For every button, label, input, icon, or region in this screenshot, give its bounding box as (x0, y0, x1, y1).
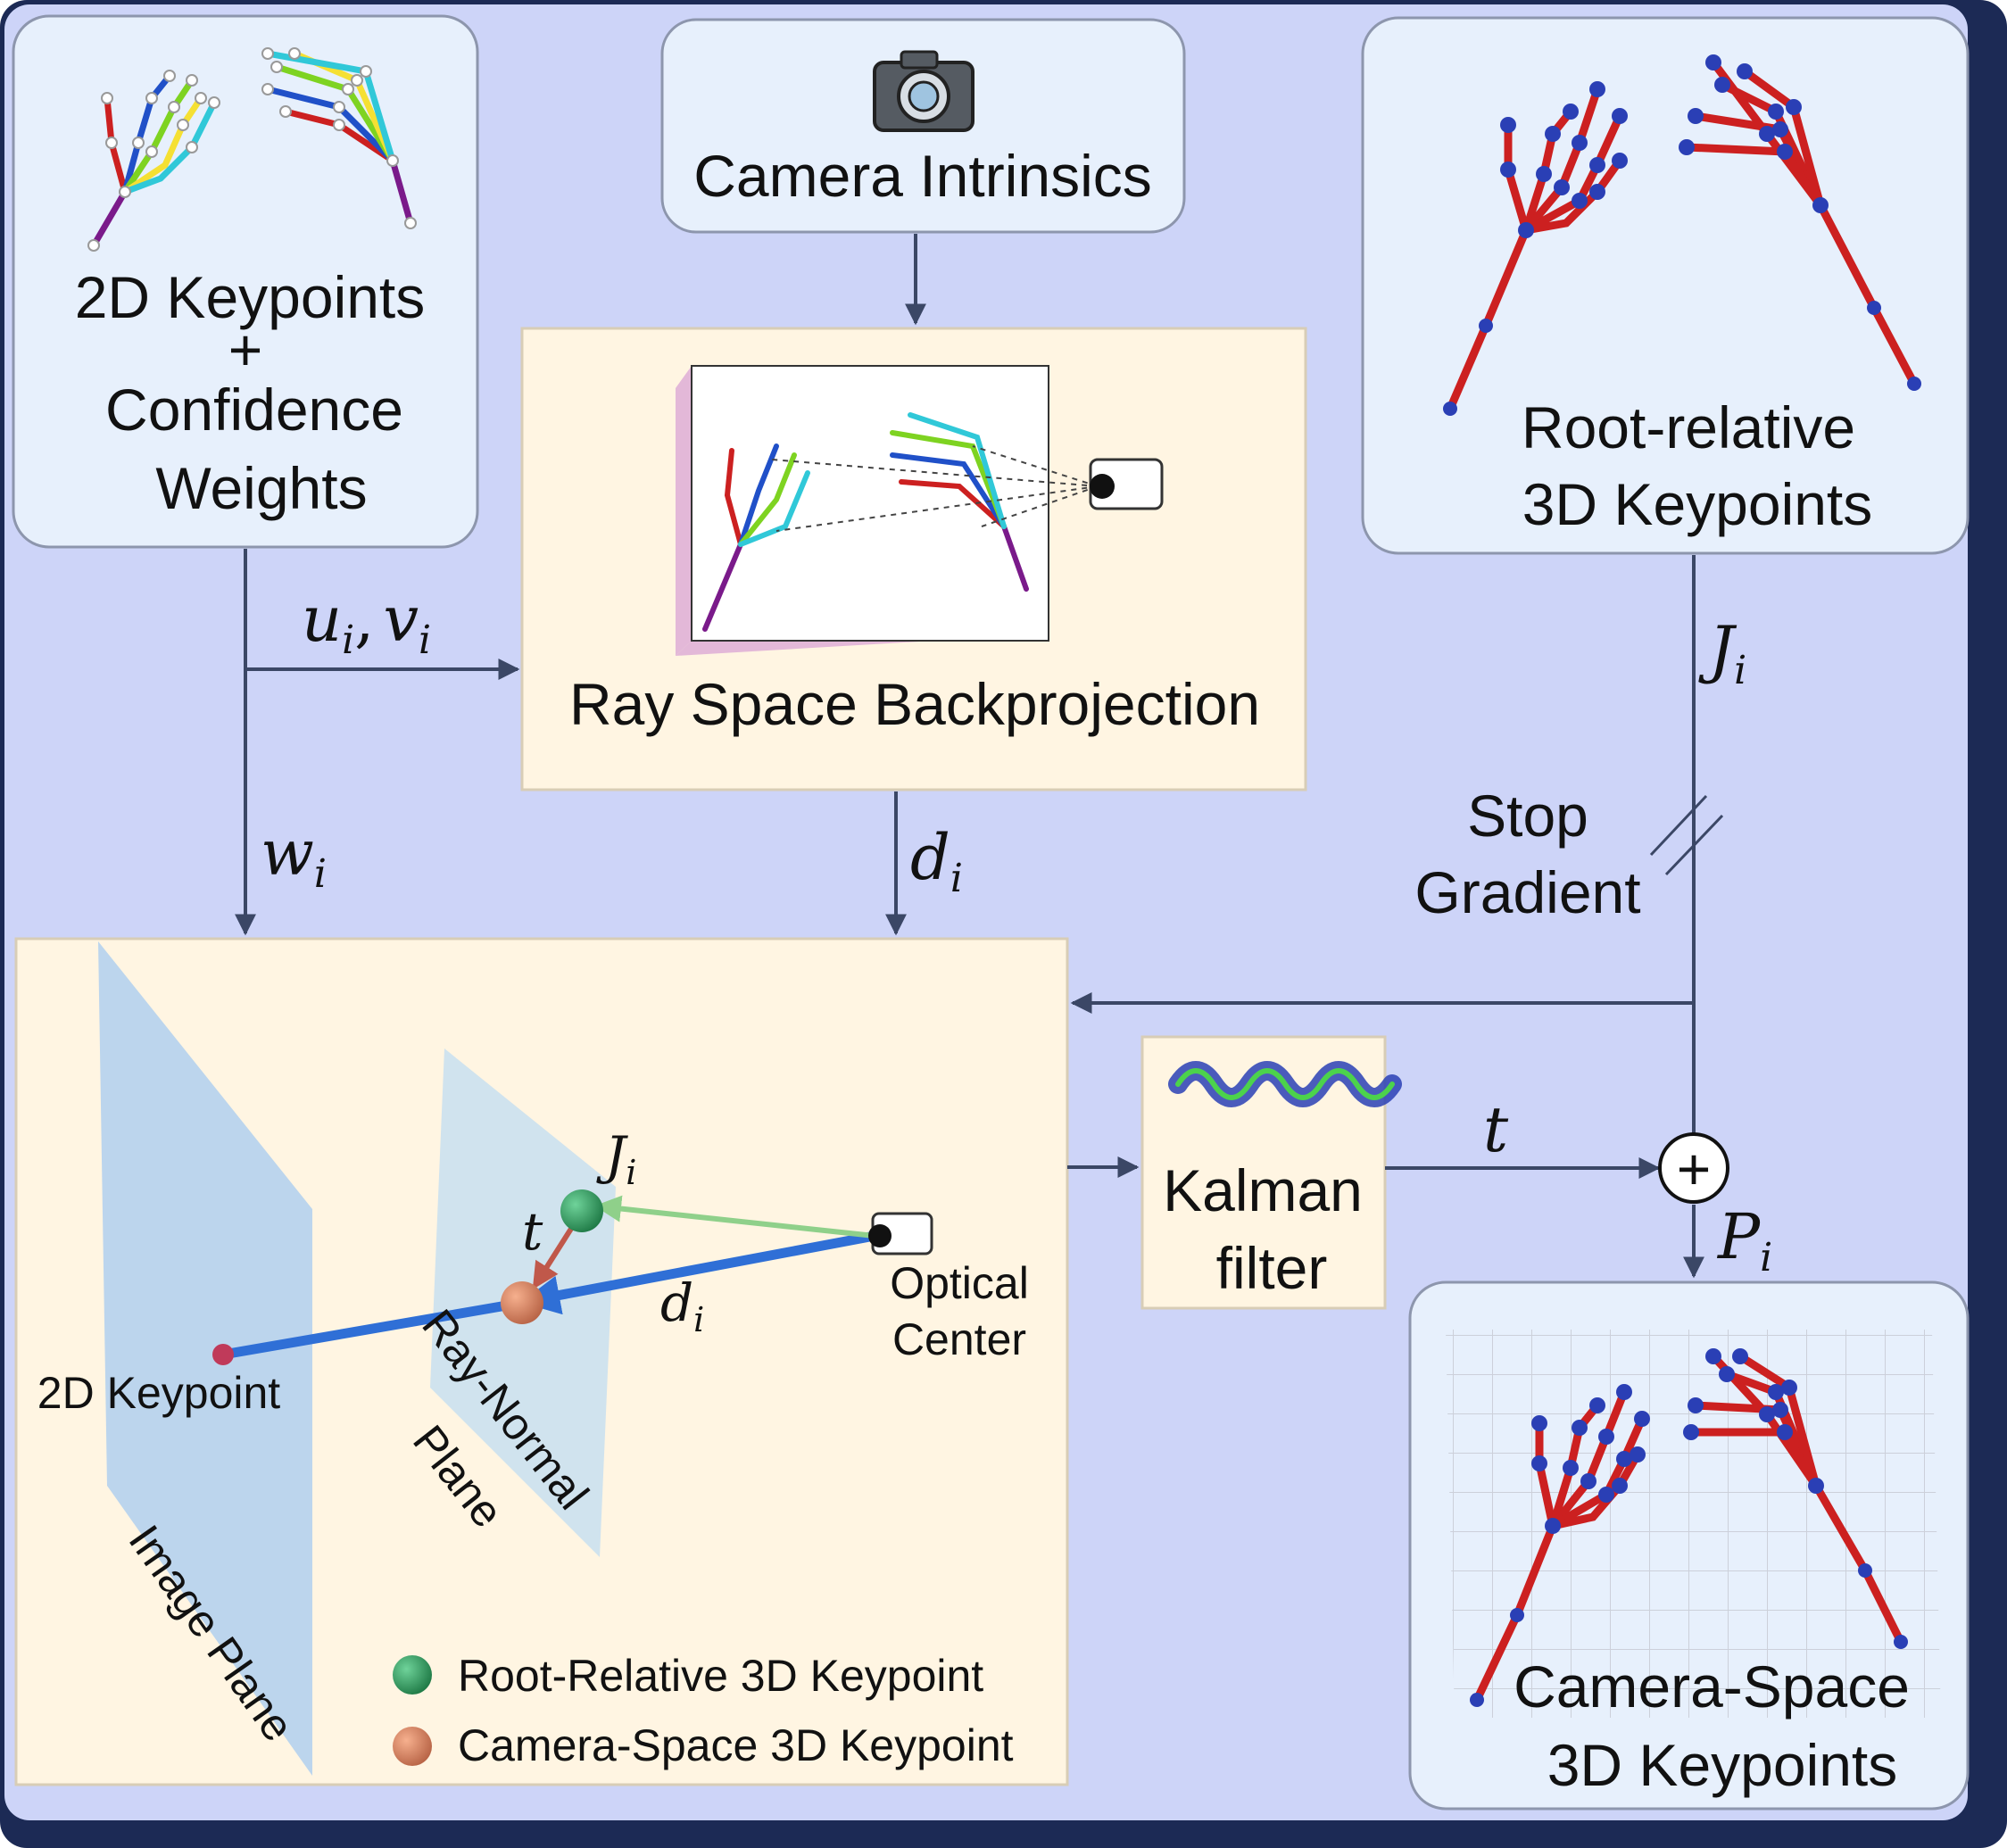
camera-space-title: Camera-Space (1514, 1653, 1910, 1720)
keypoints-2d-plus: + (228, 317, 263, 383)
ray-extension (222, 1297, 523, 1360)
camera-space-subtitle: 3D Keypoints (1547, 1732, 1898, 1798)
hand-2d-joints-left (87, 70, 220, 252)
camera-space-keypoint-marker (501, 1281, 543, 1324)
keypoints-2d-confidence: Confidence (105, 377, 403, 443)
stop-gradient-label-line2: Gradient (1414, 859, 1640, 925)
stop-gradient-label-line1: Stop (1467, 783, 1588, 849)
root-relative-title: Root-relative (1522, 394, 1855, 460)
signal-wave-icon (1168, 1061, 1402, 1107)
hand-3d-root-relative-joints (1443, 54, 1921, 416)
stop-gradient-mark-1 (1649, 794, 1708, 857)
keypoints-2d-weights: Weights (155, 455, 367, 521)
hand-3d-camera-space-joints (1470, 1348, 1908, 1707)
camera-intrinsics-label: Camera Intrinsics (693, 143, 1151, 209)
root-vector-j (594, 1195, 875, 1239)
symbol-t: t (1483, 1093, 1509, 1166)
keypoints-2d-title: 2D Keypoints (75, 264, 426, 330)
image-plane (98, 941, 312, 1776)
symbol-w: wi (261, 816, 327, 897)
legend: Root-Relative 3D Keypoint Camera-Space 3… (393, 1651, 1014, 1770)
ray-space-box: Ray Space Backprojection (520, 327, 1307, 791)
optical-center-label-line1: Optical (890, 1258, 1029, 1308)
symbol-d: di (910, 821, 963, 901)
ground-grid (1446, 1330, 1941, 1718)
sum-node-plus: + (1677, 1136, 1712, 1202)
ray-vector-d (520, 1231, 876, 1315)
root-relative-box: Root-relative 3D Keypoints (1361, 16, 1970, 555)
symbol-uv: ui,vi (302, 583, 431, 663)
keypoints-2d-box: 2D Keypoints + Confidence Weights (12, 14, 479, 549)
legend-label-root-relative: Root-Relative 3D Keypoint (458, 1651, 983, 1701)
sum-node: + (1658, 1132, 1729, 1204)
stop-gradient-mark-2 (1664, 814, 1724, 876)
geometry-panel: Ji t di Optical Center 2D Keypoint Ray-N… (14, 937, 1069, 1786)
hand-2d-icon (87, 47, 417, 252)
ray-space-label: Ray Space Backprojection (569, 671, 1260, 737)
hand-2d-joints-right (261, 47, 417, 229)
hand-3d-camera-space-icon (1470, 1348, 1908, 1707)
optical-center-camera-icon (868, 1212, 933, 1255)
camera-icon (873, 50, 974, 132)
connectors (235, 234, 1724, 1279)
optical-center-label-line2: Center (892, 1314, 1026, 1364)
ray-space-illustration (676, 365, 1164, 656)
root-relative-subtitle: 3D Keypoints (1522, 471, 1873, 537)
hand-3d-root-relative-icon (1443, 54, 1921, 416)
kalman-label-line1: Kalman (1163, 1157, 1363, 1223)
kalman-filter-box: Kalman filter (1140, 1035, 1402, 1310)
kalman-label-line2: filter (1216, 1235, 1328, 1301)
ray-space-camera-icon (1089, 458, 1164, 510)
root-relative-keypoint-marker (560, 1189, 603, 1232)
legend-swatch-root-relative (393, 1655, 432, 1695)
symbol-d-panel: di (660, 1272, 704, 1339)
camera-space-box: Camera-Space 3D Keypoints (1408, 1280, 1970, 1811)
symbol-t-panel: t (522, 1201, 543, 1262)
keypoint-2d-label: 2D Keypoint (37, 1368, 280, 1418)
legend-label-camera-space: Camera-Space 3D Keypoint (458, 1720, 1014, 1770)
camera-intrinsics-box: Camera Intrinsics (660, 18, 1186, 234)
symbol-p: Pi (1716, 1200, 1772, 1280)
legend-swatch-camera-space (393, 1727, 432, 1766)
keypoint-2d-marker (212, 1344, 234, 1365)
